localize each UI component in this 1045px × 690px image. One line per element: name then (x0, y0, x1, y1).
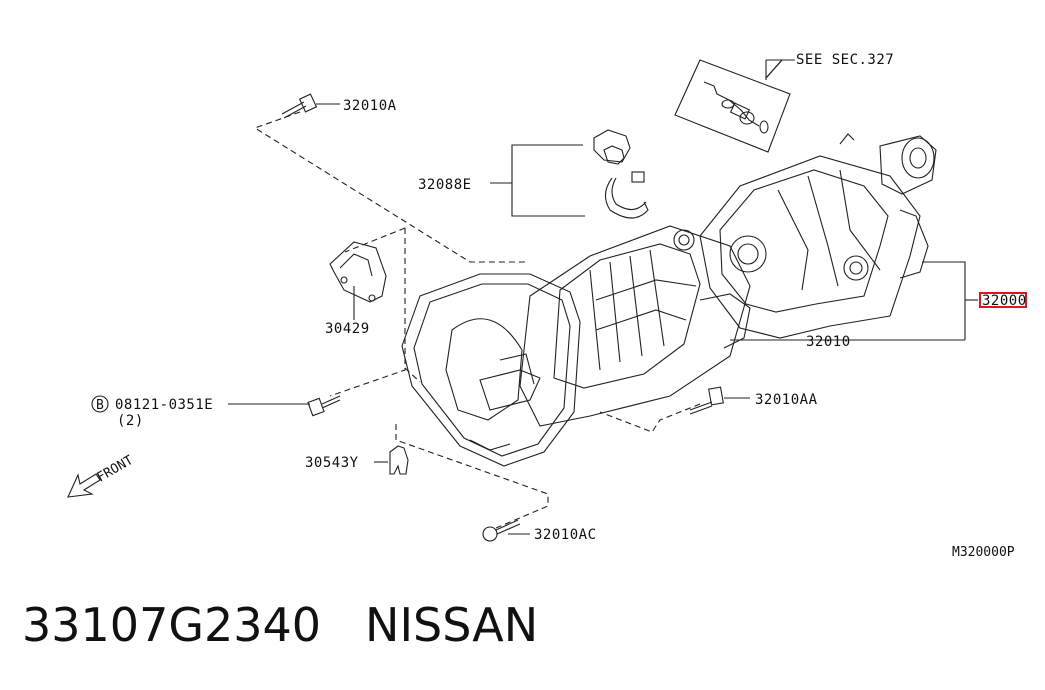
bolt-08121 (91, 395, 341, 417)
label-32088E: 32088E (418, 177, 472, 193)
label-30429: 30429 (325, 321, 370, 337)
label-32010AA: 32010AA (755, 392, 818, 408)
bracket-30429 (329, 241, 387, 320)
label-32010A: 32010A (343, 98, 397, 114)
label-bolt-prefix: B (96, 398, 104, 413)
label-32010: 32010 (806, 334, 851, 350)
label-32010AC: 32010AC (534, 527, 597, 543)
clip-32088E (490, 129, 649, 219)
label-08121: 08121-0351E (115, 397, 213, 413)
dashed-guides (253, 111, 701, 529)
label-front: FRONT (95, 453, 137, 486)
label-32000: 32000 (982, 293, 1027, 309)
clip-30543Y (374, 445, 409, 475)
brand-name: NISSAN (365, 598, 539, 652)
diagram-code: M320000P (952, 545, 1015, 560)
part-caption: 33107G2340 NISSAN (22, 598, 538, 658)
label-30543Y: 30543Y (305, 455, 359, 471)
transmission-assembly (401, 133, 978, 467)
label-bolt-qty: (2) (117, 413, 144, 429)
bolt-32010AA (689, 386, 750, 415)
label-see-sec: SEE SEC.327 (796, 52, 894, 68)
highlight-box (979, 292, 1027, 308)
bolt-32010A (281, 93, 340, 119)
part-number: 33107G2340 (22, 598, 322, 652)
front-arrow-icon (67, 473, 101, 498)
bolt-32010AC (482, 519, 530, 542)
speedometer-inset (674, 59, 795, 153)
